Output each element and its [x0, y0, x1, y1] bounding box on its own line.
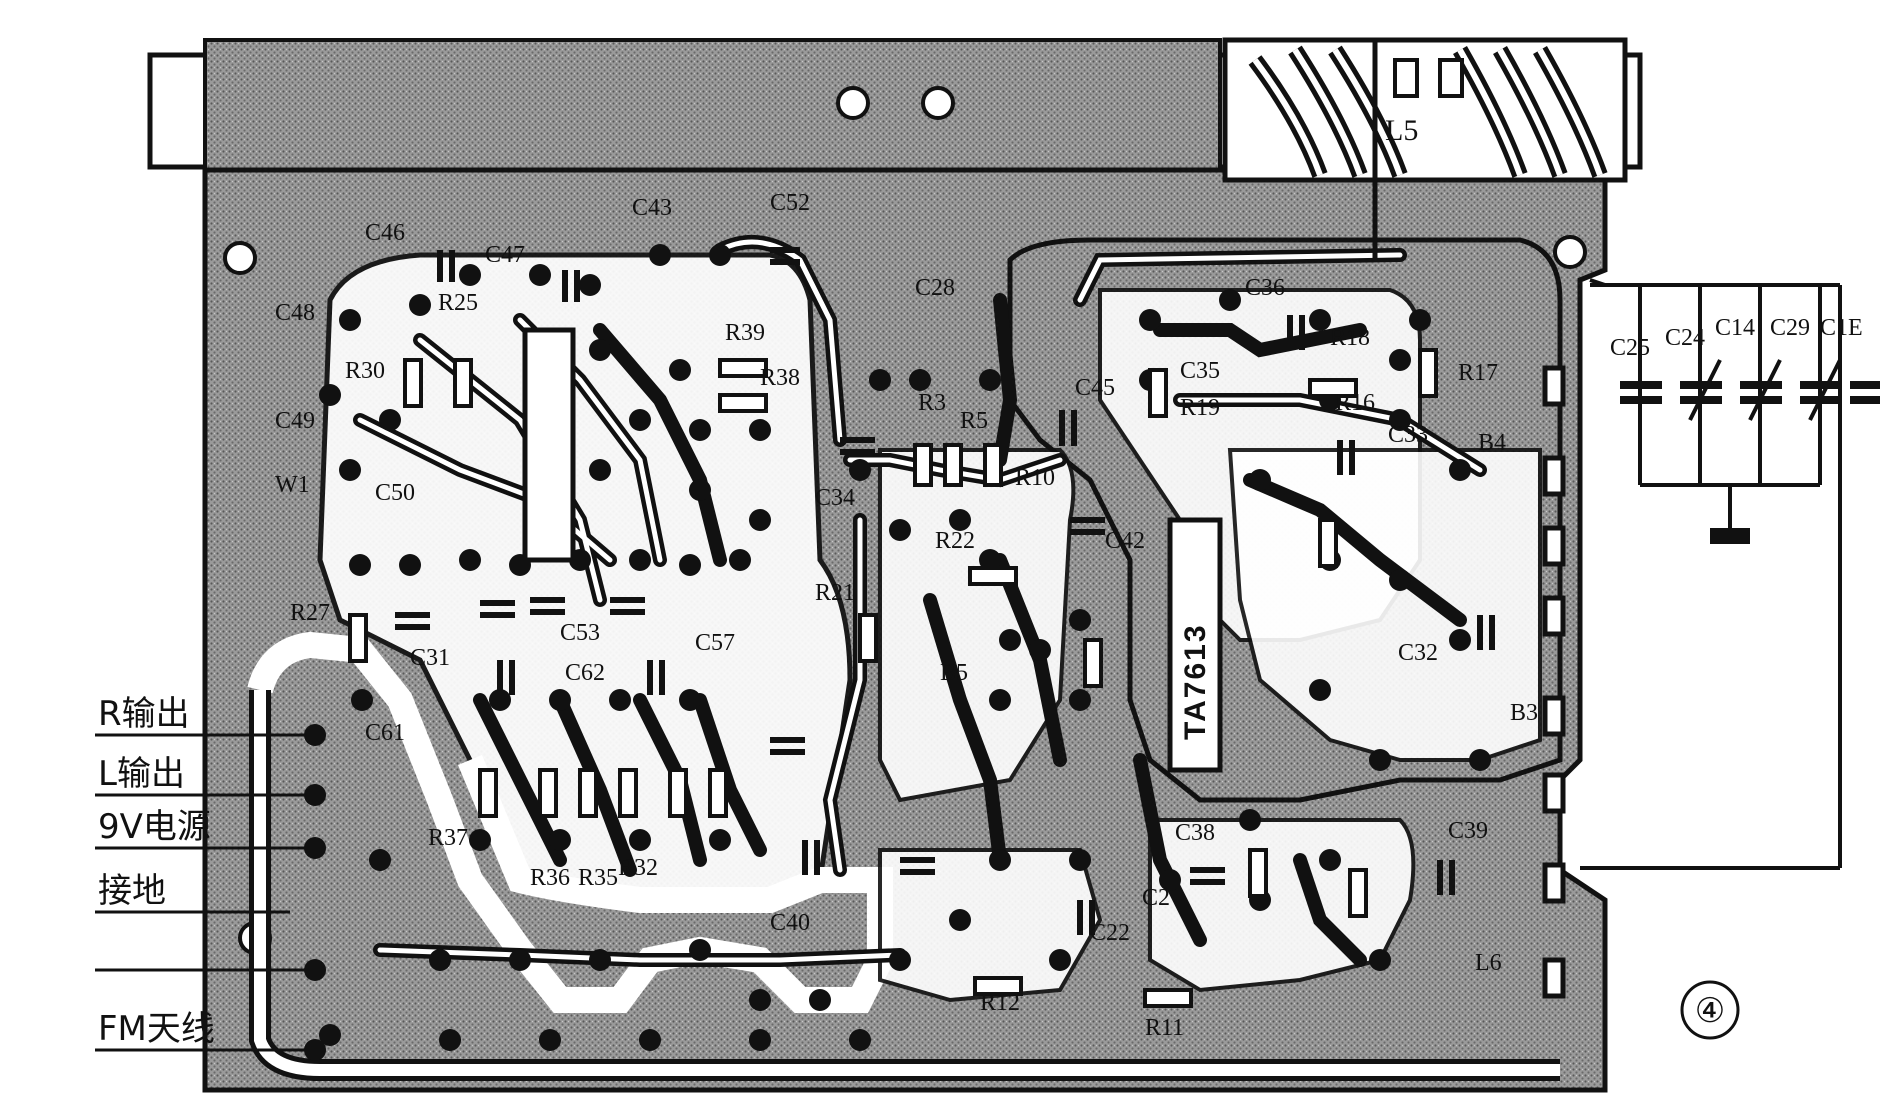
- svg-text:R35: R35: [578, 865, 618, 891]
- mount-hole: [921, 86, 955, 120]
- svg-text:C24: C24: [1665, 325, 1705, 351]
- svg-text:C36: C36: [1245, 275, 1285, 301]
- svg-text:C61: C61: [365, 720, 405, 746]
- svg-text:R21: R21: [815, 580, 855, 606]
- svg-text:R39: R39: [725, 320, 765, 346]
- svg-text:C31: C31: [410, 645, 450, 671]
- svg-text:C48: C48: [275, 300, 315, 326]
- svg-text:C1E: C1E: [1820, 315, 1863, 341]
- svg-text:C33: C33: [1388, 422, 1428, 448]
- trimmer-labels: C25 C24 C14 C29 C1E: [1610, 315, 1863, 361]
- svg-text:R19: R19: [1180, 395, 1220, 421]
- svg-text:R3: R3: [918, 390, 946, 416]
- svg-text:R25: R25: [438, 290, 478, 316]
- svg-text:R17: R17: [1458, 360, 1498, 386]
- coil-l5: L5: [1222, 37, 1628, 260]
- connection-label-ground: 接地: [98, 871, 166, 911]
- svg-text:B5: B5: [940, 660, 968, 686]
- svg-text:R30: R30: [345, 358, 385, 384]
- svg-text:C29: C29: [1770, 315, 1810, 341]
- solder-pads: [304, 244, 1491, 1061]
- connection-label-9v-power: 9V电源: [98, 807, 211, 847]
- svg-text:R11: R11: [1145, 1015, 1184, 1041]
- ic-label: TA7613: [1179, 623, 1212, 740]
- figure-number: ④: [1680, 980, 1740, 1040]
- svg-text:R38: R38: [760, 365, 800, 391]
- svg-text:C32: C32: [1398, 640, 1438, 666]
- svg-text:C22: C22: [1090, 920, 1130, 946]
- trimmer-capacitor-bank: [1580, 278, 1880, 870]
- svg-text:R36: R36: [530, 865, 570, 891]
- capacitors: [395, 247, 1495, 935]
- edge-pads: [1542, 365, 1566, 999]
- connection-labels: R输出 L输出 9V电源 接地 FM天线: [98, 694, 215, 1049]
- svg-text:C35: C35: [1180, 358, 1220, 384]
- svg-text:C28: C28: [915, 275, 955, 301]
- svg-text:R12: R12: [980, 990, 1020, 1016]
- svg-text:C57: C57: [695, 630, 735, 656]
- ic-chip-ta7613: [1167, 517, 1223, 773]
- mount-hole: [223, 241, 257, 275]
- svg-text:R22: R22: [935, 528, 975, 554]
- svg-text:C53: C53: [560, 620, 600, 646]
- svg-text:B3: B3: [1510, 700, 1538, 726]
- svg-text:C42: C42: [1105, 528, 1145, 554]
- svg-text:C43: C43: [632, 195, 672, 221]
- svg-text:R32: R32: [618, 855, 658, 881]
- svg-text:W1: W1: [275, 472, 310, 498]
- svg-text:B4: B4: [1478, 430, 1506, 456]
- connection-lines: [95, 733, 315, 1052]
- svg-text:C62: C62: [565, 660, 605, 686]
- connection-label-r-output: R输出: [98, 694, 190, 734]
- svg-text:R5: R5: [960, 408, 988, 434]
- svg-text:R27: R27: [290, 600, 330, 626]
- svg-text:C39: C39: [1448, 818, 1488, 844]
- svg-text:C34: C34: [815, 485, 855, 511]
- svg-text:C49: C49: [275, 408, 315, 434]
- svg-text:L6: L6: [1475, 950, 1502, 976]
- svg-text:C45: C45: [1075, 375, 1115, 401]
- component-labels: C46 C47 R25 C48 R30 C49 W1 C50 R27 C31 C…: [275, 190, 1538, 1041]
- svg-text:R16: R16: [1335, 390, 1375, 416]
- svg-text:C25: C25: [1610, 335, 1650, 361]
- resistors: [348, 348, 1438, 1008]
- connection-label-fm-antenna: FM天线: [98, 1009, 215, 1049]
- svg-text:C40: C40: [770, 910, 810, 936]
- svg-text:C14: C14: [1715, 315, 1755, 341]
- coil-label: L5: [1385, 114, 1418, 147]
- svg-text:R37: R37: [428, 825, 468, 851]
- svg-text:R10: R10: [1015, 465, 1055, 491]
- svg-text:C46: C46: [365, 220, 405, 246]
- svg-text:C47: C47: [485, 242, 525, 268]
- svg-text:C52: C52: [770, 190, 810, 216]
- mount-hole: [1553, 235, 1587, 269]
- circuit-board: [202, 167, 1608, 1093]
- ic-chip-left: [522, 327, 576, 563]
- connection-label-l-output: L输出: [98, 754, 185, 794]
- mount-hole: [836, 86, 870, 120]
- svg-text:C2: C2: [1142, 885, 1170, 911]
- svg-text:C50: C50: [375, 480, 415, 506]
- svg-text:C38: C38: [1175, 820, 1215, 846]
- svg-text:R18: R18: [1330, 325, 1370, 351]
- svg-text:④: ④: [1695, 993, 1725, 1030]
